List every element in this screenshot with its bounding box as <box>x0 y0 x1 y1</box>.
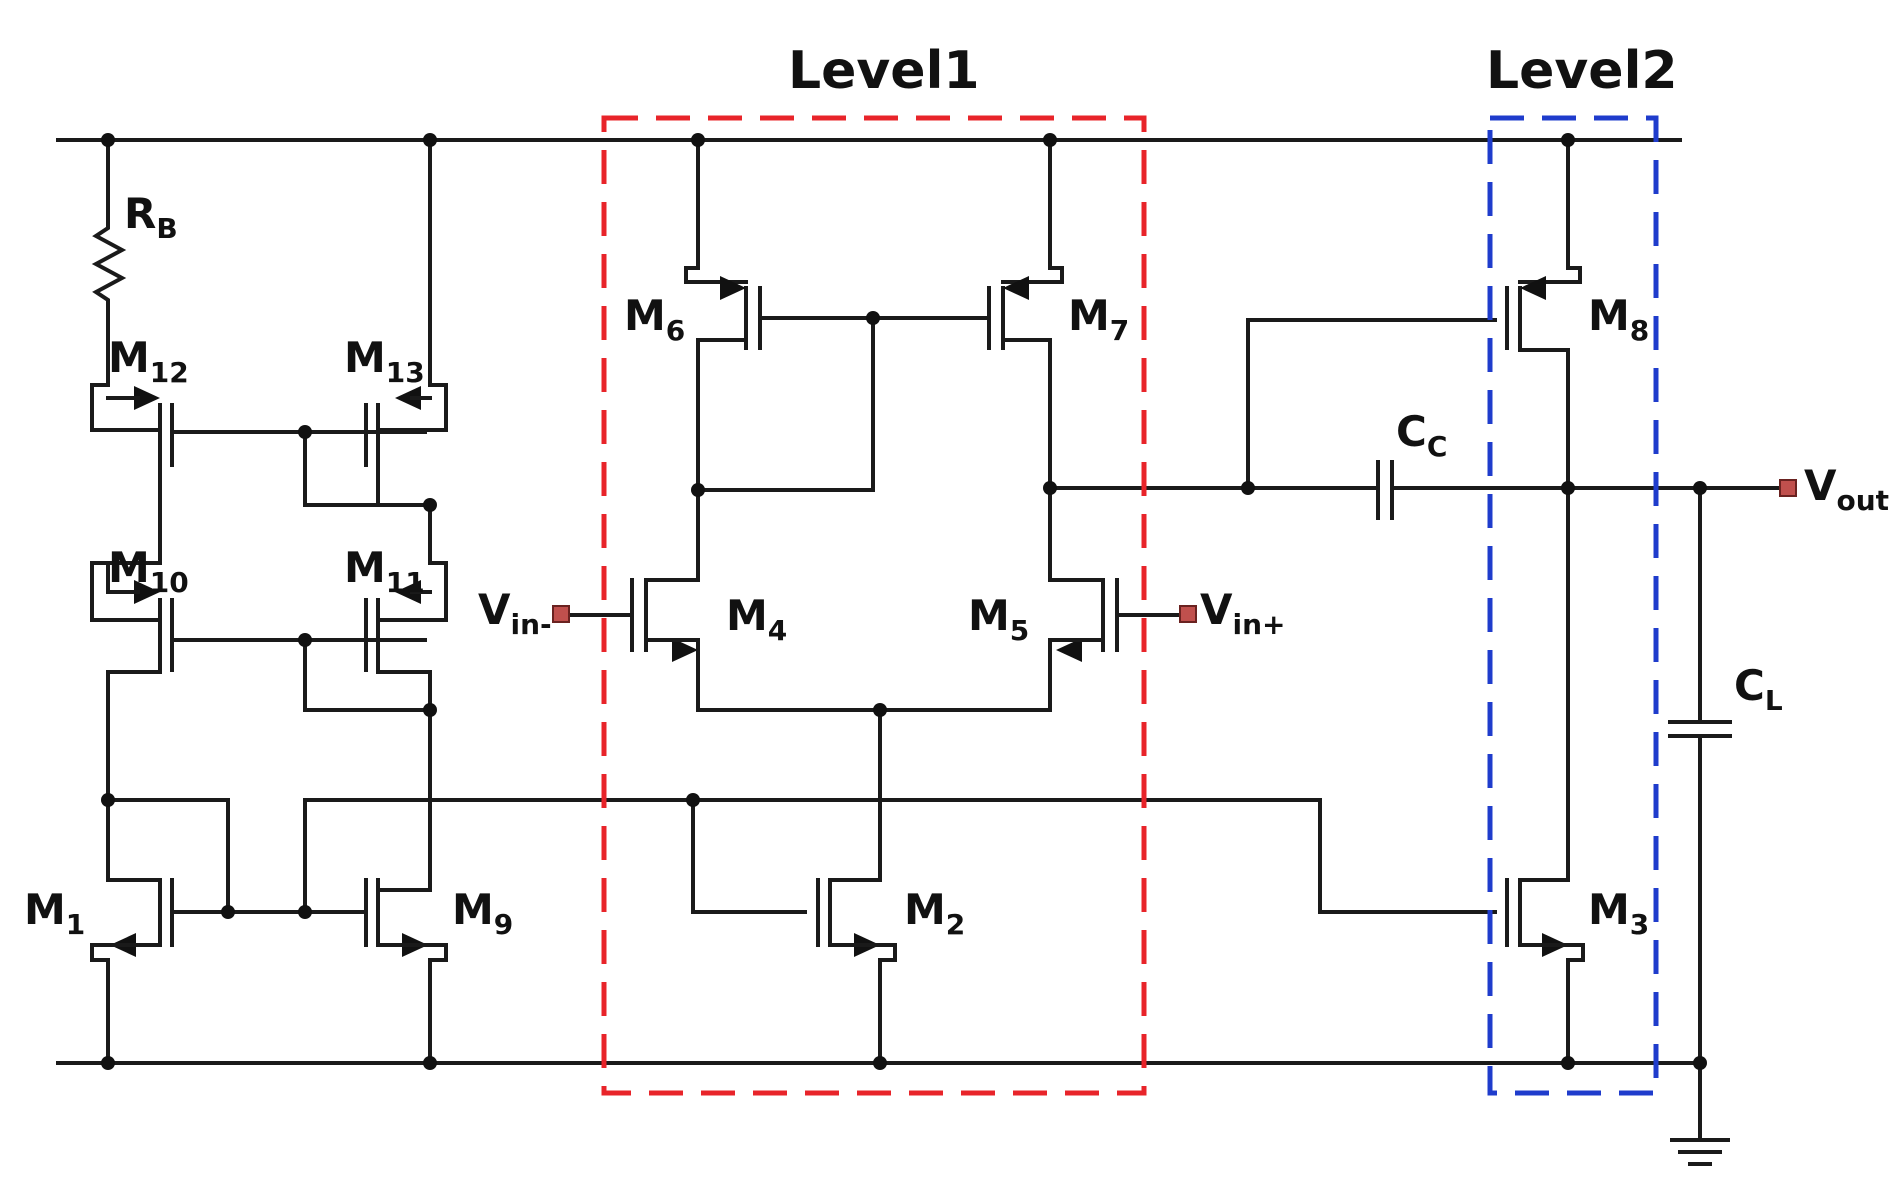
label-vin-minus: Vin- <box>478 585 552 641</box>
transistor-m7 <box>987 138 1064 490</box>
resistor-icon <box>91 138 127 320</box>
label-m10: M10 <box>108 543 189 599</box>
label-m5: M5 <box>968 591 1029 647</box>
label-m7: M7 <box>1068 291 1129 347</box>
level1-title: Level1 <box>788 41 980 101</box>
label-cl: CL <box>1734 661 1783 717</box>
label-cc: CC <box>1396 407 1447 463</box>
label-m8: M8 <box>1588 291 1649 347</box>
transistor-m10 <box>106 561 174 672</box>
transistor-m11 <box>364 580 432 672</box>
label-rb: RB <box>124 189 178 245</box>
transistor-m12 <box>90 316 174 467</box>
label-m11: M11 <box>344 543 425 599</box>
pin-icon <box>1179 605 1197 623</box>
transistor-m3 <box>1505 486 1585 1065</box>
pin-icon <box>552 605 570 623</box>
label-vout: Vout <box>1804 461 1889 517</box>
junction-dots <box>101 133 1707 1070</box>
label-m3: M3 <box>1588 885 1649 941</box>
transistor-m2 <box>816 708 897 1065</box>
level2-box <box>1487 115 1659 1096</box>
capacitor-icon <box>1668 486 1732 1065</box>
transistor-m9 <box>364 878 448 1065</box>
label-m9: M9 <box>452 885 513 941</box>
transistor-m6 <box>684 138 762 492</box>
label-m2: M2 <box>904 885 965 941</box>
transistor-m8 <box>1505 138 1582 490</box>
label-m1: M1 <box>24 885 85 941</box>
label-m6: M6 <box>624 291 685 347</box>
pin-icon <box>1779 479 1797 497</box>
capacitor-icon <box>1376 460 1394 520</box>
transistor-m13 <box>364 138 448 467</box>
ground-icon <box>1670 1061 1730 1166</box>
label-m4: M4 <box>726 591 787 647</box>
label-m13: M13 <box>344 333 425 389</box>
level2-title: Level2 <box>1486 41 1678 101</box>
label-m12: M12 <box>108 333 189 389</box>
transistor-m1 <box>90 798 174 1065</box>
label-vin-plus: Vin+ <box>1200 585 1286 641</box>
transistor-m4 <box>630 488 882 712</box>
level1-box <box>601 115 1147 1096</box>
